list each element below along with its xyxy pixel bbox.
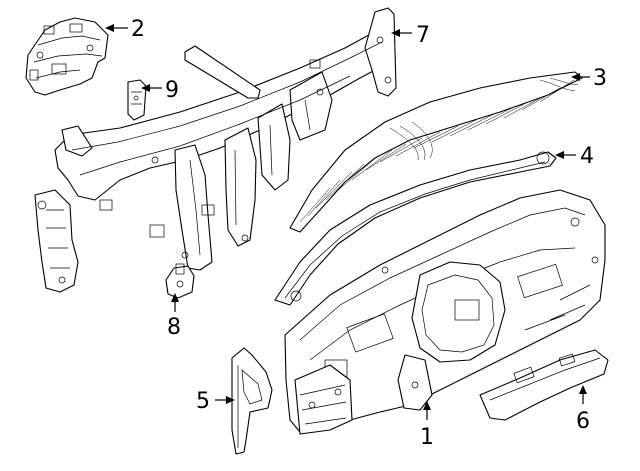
- part-6-lower-panel[interactable]: [479, 349, 609, 421]
- callout-5: 5: [196, 389, 210, 414]
- part-2-bracket[interactable]: [25, 17, 109, 96]
- callout-7: 7: [416, 23, 430, 48]
- part-5-end-cap[interactable]: [231, 347, 273, 455]
- part-9-bracket[interactable]: [127, 79, 147, 121]
- part-7-cross-car-beam[interactable]: [34, 7, 397, 293]
- callout-6: 6: [576, 409, 590, 434]
- callout-9: 9: [165, 78, 179, 103]
- callout-2: 2: [131, 17, 145, 42]
- callout-8: 8: [167, 315, 181, 340]
- callout-4: 4: [580, 144, 594, 169]
- leader-lines: [105, 24, 590, 420]
- part-4-trim-strip[interactable]: [274, 151, 557, 306]
- callout-1: 1: [420, 425, 434, 450]
- callout-labels: 2 7 9 3 4 8 5 1 6: [131, 17, 607, 450]
- part-3-defroster-panel[interactable]: [289, 71, 583, 233]
- callout-3: 3: [593, 66, 607, 91]
- part-1-instrument-panel[interactable]: [284, 189, 606, 435]
- part-8-clip[interactable]: [165, 263, 195, 299]
